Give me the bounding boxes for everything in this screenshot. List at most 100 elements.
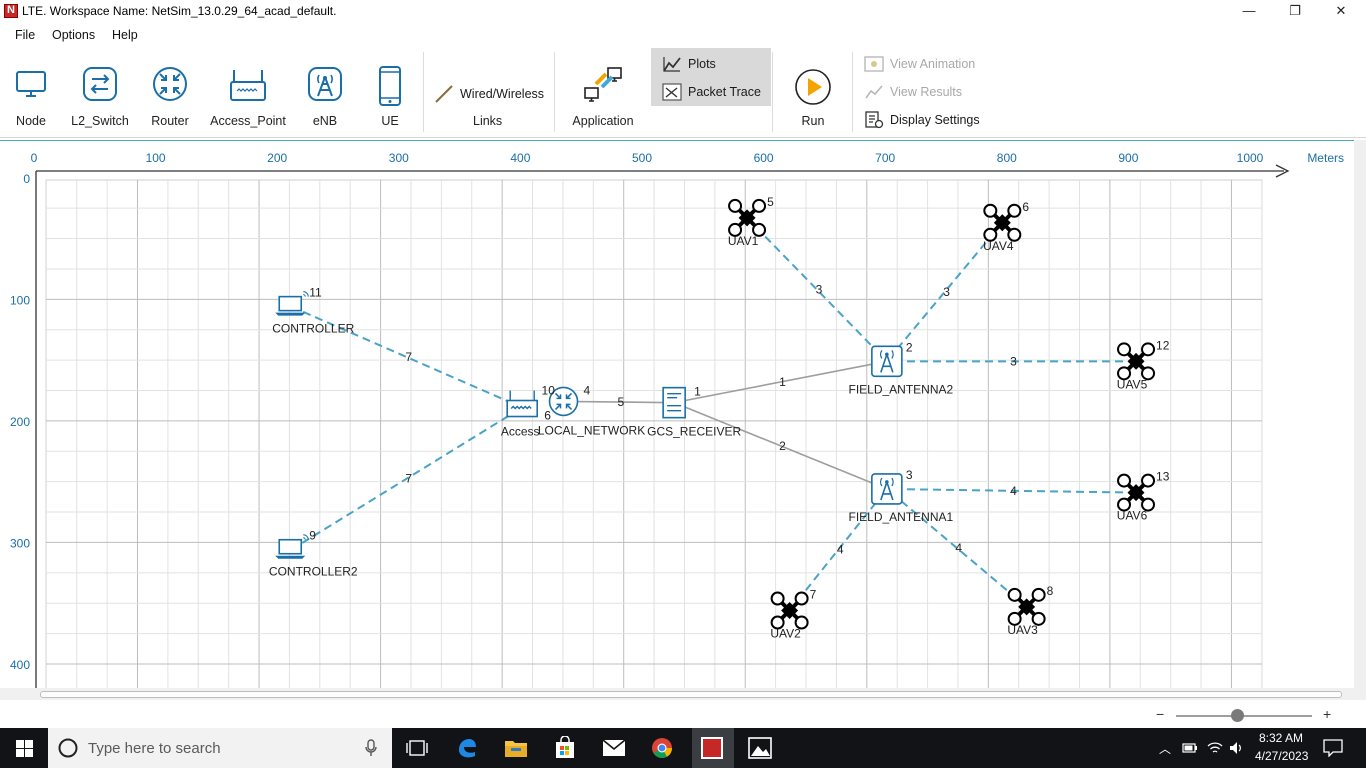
window-title: LTE. Workspace Name: NetSim_13.0.29_64_a… xyxy=(22,4,337,18)
device-uav3[interactable] xyxy=(1007,587,1046,626)
view-results-button[interactable]: View Results xyxy=(864,81,962,103)
task-view-icon[interactable] xyxy=(406,740,428,756)
device-uav4[interactable] xyxy=(983,203,1022,242)
run-button[interactable]: Run xyxy=(786,46,840,132)
action-center-icon[interactable] xyxy=(1323,739,1343,757)
taskbar-search-box[interactable] xyxy=(48,728,392,768)
device-field_antenna2[interactable] xyxy=(871,345,903,378)
drone-rotor xyxy=(1117,497,1132,512)
device-name-label: FIELD_ANTENNA2 xyxy=(848,382,953,396)
zoom-slider-thumb[interactable] xyxy=(1231,709,1245,722)
device-field_antenna1[interactable] xyxy=(871,473,903,505)
device-name-label: FIELD_ANTENNA1 xyxy=(848,510,953,524)
link-uav1-field_antenna2[interactable] xyxy=(746,217,888,363)
y-tick-label: 0 xyxy=(23,172,30,186)
drone-body xyxy=(781,602,799,619)
device-uav5[interactable] xyxy=(1117,342,1156,381)
device-name-label: Access xyxy=(501,425,540,439)
application-tool[interactable]: Application xyxy=(566,46,640,132)
volume-icon[interactable] xyxy=(1229,741,1245,755)
battery-icon[interactable] xyxy=(1182,743,1198,753)
x-tick-label: 300 xyxy=(389,151,409,165)
device-uav6[interactable] xyxy=(1117,473,1156,512)
device-id-label: 8 xyxy=(1047,584,1054,598)
link-controller-access[interactable] xyxy=(290,305,523,409)
access-point-tool[interactable]: Access_Point xyxy=(210,46,286,132)
link-controller2-access[interactable] xyxy=(290,406,523,551)
link-uav6-field_antenna1[interactable] xyxy=(886,487,1137,494)
packet-trace-button[interactable]: Packet Trace xyxy=(662,81,761,103)
node-icon xyxy=(16,71,46,97)
x-tick-label: 1000 xyxy=(1237,151,1264,165)
view-animation-button[interactable]: View Animation xyxy=(864,53,975,75)
router-tool[interactable]: Router xyxy=(144,46,196,132)
application-icon xyxy=(584,67,622,102)
enb-tool[interactable]: eNB xyxy=(300,46,350,132)
link-label: 4 xyxy=(1010,484,1017,498)
device-gcs_receiver[interactable] xyxy=(662,386,686,419)
link-uav3-field_antenna1[interactable] xyxy=(886,488,1028,608)
tower xyxy=(880,354,894,373)
link-gcs_receiver-field_antenna1[interactable] xyxy=(673,401,888,490)
clock-date[interactable]: 4/27/2023 xyxy=(1255,749,1309,763)
minimize-button[interactable]: — xyxy=(1242,3,1256,18)
drone-rotor xyxy=(752,222,767,237)
title-bar: LTE. Workspace Name: NetSim_13.0.29_64_a… xyxy=(0,0,1366,24)
device-uav2[interactable] xyxy=(770,591,809,630)
wifi-icon[interactable] xyxy=(1207,741,1223,755)
horizontal-scroll-thumb[interactable] xyxy=(40,691,1342,698)
mail-icon[interactable] xyxy=(602,739,626,757)
device-uav1[interactable] xyxy=(728,198,767,237)
menu-options[interactable]: Options xyxy=(52,28,96,42)
netsim-taskbar-icon[interactable] xyxy=(701,737,723,759)
close-button[interactable]: ✕ xyxy=(1335,3,1347,18)
ribbon-separator xyxy=(852,52,853,132)
photos-icon[interactable] xyxy=(748,737,772,759)
zoom-out-button[interactable]: − xyxy=(1156,706,1165,722)
x-tick-label: 700 xyxy=(875,151,895,165)
device-controller[interactable] xyxy=(275,291,309,316)
node-tool[interactable]: Node xyxy=(6,46,56,132)
link-label: 7 xyxy=(405,472,412,486)
laptop-icon xyxy=(278,295,303,312)
zoom-in-button[interactable]: + xyxy=(1323,706,1332,722)
display-settings-button[interactable]: Display Settings xyxy=(864,109,980,131)
edge-browser-icon[interactable] xyxy=(456,737,478,759)
device-name-label: CONTROLLER xyxy=(272,322,354,336)
drone-rotor xyxy=(1031,587,1046,602)
device-access[interactable] xyxy=(506,390,539,418)
enb-icon xyxy=(871,345,903,378)
link-label: 3 xyxy=(816,283,823,297)
tower-tip xyxy=(885,352,889,357)
device-local_network[interactable] xyxy=(548,386,579,417)
run-label: Run xyxy=(801,114,825,128)
ue-tool[interactable]: UE xyxy=(368,46,412,132)
maximize-button[interactable]: ❐ xyxy=(1289,3,1301,18)
chrome-browser-icon[interactable] xyxy=(651,737,673,759)
wired-wireless-tool[interactable]: Wired/Wireless xyxy=(434,83,544,105)
menu-file[interactable]: File xyxy=(15,28,36,42)
menu-help[interactable]: Help xyxy=(112,28,138,42)
clock-time[interactable]: 8:32 AM xyxy=(1259,731,1304,745)
drone-rotor xyxy=(983,203,998,218)
access-point-icon xyxy=(230,70,266,101)
drone-rotor xyxy=(1007,227,1022,242)
file-explorer-icon[interactable] xyxy=(504,737,528,759)
plots-button[interactable]: Plots xyxy=(662,53,716,75)
microphone-icon[interactable] xyxy=(364,739,378,757)
vertical-scrollbar[interactable] xyxy=(1354,140,1366,700)
windows-start-icon[interactable] xyxy=(16,740,33,757)
server-icon xyxy=(662,386,686,419)
link-uav4-field_antenna2[interactable] xyxy=(886,222,1004,362)
tray-chevron-icon[interactable]: ︿ xyxy=(1159,742,1172,756)
link-gcs_receiver-field_antenna2[interactable] xyxy=(673,360,888,404)
drone-rotor xyxy=(1141,342,1156,357)
zoom-slider-track[interactable] xyxy=(1176,715,1312,717)
link-local_network-gcs_receiver[interactable] xyxy=(563,400,675,404)
tower-tip xyxy=(885,480,889,484)
drone-rotor xyxy=(752,198,767,213)
store-icon[interactable] xyxy=(554,736,576,760)
device-controller2[interactable] xyxy=(275,534,309,559)
l2-switch-tool[interactable]: L2_Switch xyxy=(68,46,132,132)
